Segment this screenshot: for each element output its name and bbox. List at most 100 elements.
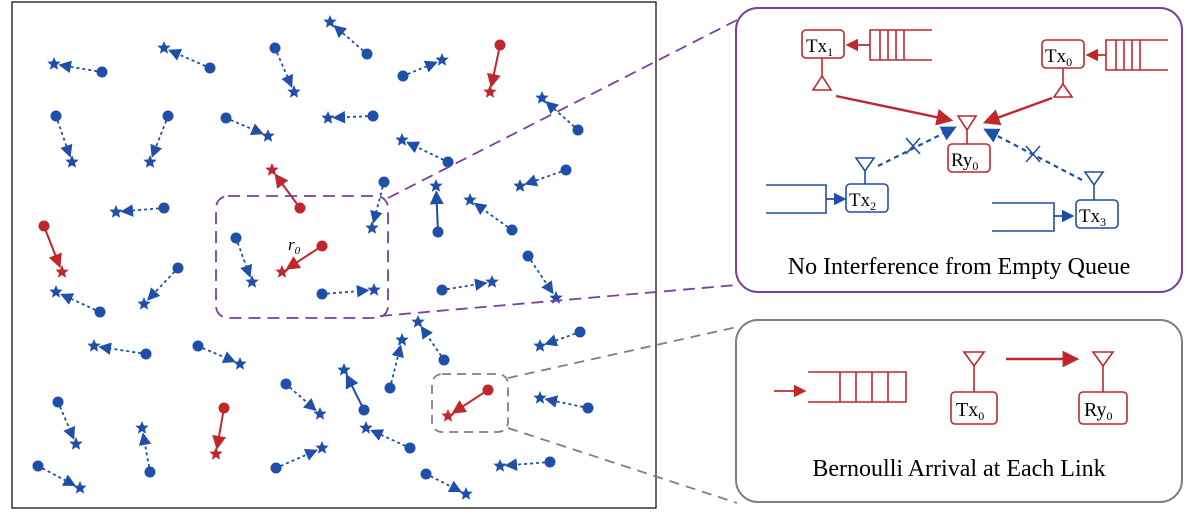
panel-top-caption: No Interference from Empty Queue	[788, 254, 1131, 280]
receiver-star-icon	[137, 297, 151, 310]
link-arrow	[289, 386, 317, 412]
idle-link	[384, 333, 409, 394]
receiver-star-icon	[287, 85, 301, 98]
transmitter-dot-icon	[544, 456, 556, 468]
transmitter-dot-icon	[361, 48, 373, 60]
transmitter-dot-icon	[522, 250, 534, 262]
link-arrow	[98, 342, 142, 355]
link-arrow	[280, 449, 318, 467]
receiver-star-icon	[65, 155, 79, 168]
transmitter-dot-icon	[494, 39, 506, 51]
transmitter-dot-icon	[560, 164, 572, 176]
receiver-star-icon	[359, 421, 373, 434]
signal-tx1-to-ry0	[835, 94, 954, 126]
tx0-label: Tx0	[1045, 46, 1072, 69]
tx3-label: Tx3	[1079, 206, 1106, 229]
transmitter-dot-icon	[506, 224, 518, 236]
panel-bernoulli-arrival: Tx0 Ry0 Bernoulli Arrival at Each Link	[735, 319, 1183, 503]
receiver-star-icon	[533, 339, 547, 352]
receiver-star-icon	[209, 447, 223, 460]
idle-link	[192, 340, 247, 370]
ry0-antenna-icon	[1091, 351, 1115, 392]
link-arrow	[236, 242, 253, 278]
transmitter-dot-icon	[574, 326, 586, 338]
transmitter-dot-icon	[158, 202, 170, 214]
receiver-star-icon	[55, 265, 69, 278]
idle-link	[269, 42, 301, 98]
link-arrow	[370, 429, 406, 447]
link-arrow	[473, 202, 509, 228]
idle-link	[49, 285, 106, 318]
idle-link	[87, 339, 152, 360]
tx0-label-bottom: Tx0	[956, 399, 984, 423]
transmitter-dot-icon	[52, 396, 64, 408]
idle-link	[411, 315, 450, 366]
transmitter-dot-icon	[432, 226, 444, 238]
receiver-star-icon	[395, 133, 409, 146]
receiver-star-icon	[395, 333, 409, 346]
transmitter-dot-icon	[367, 110, 379, 122]
link-arrow	[285, 247, 319, 270]
idle-link	[270, 441, 329, 474]
receiver-star-icon	[233, 357, 247, 370]
zoom-line-purple-bottom	[379, 284, 738, 317]
r0-label: r0	[288, 235, 301, 257]
link-arrow	[407, 60, 438, 75]
idle-link	[321, 110, 379, 124]
idle-link	[143, 110, 174, 168]
link-arrow	[486, 49, 501, 88]
receiver-star-icon	[441, 409, 455, 422]
idle-link	[337, 363, 370, 416]
link-arrow	[120, 204, 160, 217]
link-arrow	[56, 120, 73, 158]
ry0-box	[947, 143, 991, 173]
idle-link	[533, 326, 586, 352]
receiver-star-icon	[321, 111, 335, 124]
transmitter-dot-icon	[436, 284, 448, 296]
link-arrow	[544, 395, 584, 408]
receiver-star-icon	[109, 205, 123, 218]
zoom-line-purple-top	[387, 19, 738, 199]
active-link	[38, 220, 69, 278]
link-arrow	[59, 406, 76, 440]
idle-link	[535, 91, 584, 136]
idle-link	[397, 53, 449, 82]
transmitter-dot-icon	[230, 232, 242, 244]
transmitter-dot-icon	[404, 442, 416, 454]
tx0-antenna-icon	[1052, 68, 1074, 98]
link-arrow	[326, 284, 370, 298]
tx1-label: Tx1	[806, 36, 833, 59]
link-arrow	[44, 230, 62, 269]
transmitter-dot-icon	[172, 262, 184, 274]
link-arrow	[212, 412, 227, 450]
transmitter-dot-icon	[96, 66, 108, 78]
panel-no-interference: Tx1 Tx0 Ry0	[735, 7, 1183, 293]
idle-link	[395, 133, 454, 168]
transmitter-dot-icon	[218, 402, 230, 414]
transmitter-dot-icon	[572, 124, 584, 136]
link-arrow	[276, 52, 294, 88]
idle-link	[463, 193, 518, 236]
blocked-cross-icon	[905, 137, 921, 155]
receiver-star-icon	[513, 179, 527, 192]
link-arrow	[333, 24, 364, 52]
transmitter-dot-icon	[316, 240, 328, 252]
link-arrow	[524, 170, 562, 187]
link-arrow	[230, 119, 264, 136]
transmitter-dot-icon	[384, 382, 396, 394]
idle-link	[522, 250, 563, 304]
receiver-star-icon	[313, 407, 327, 420]
blocked-cross-icon	[1025, 145, 1041, 163]
network-field-frame	[11, 1, 657, 509]
receiver-star-icon	[261, 129, 275, 142]
idle-link	[157, 41, 216, 74]
transmitter-dot-icon	[420, 468, 432, 480]
transmitter-dot-icon	[38, 220, 50, 232]
link-arrow	[390, 344, 404, 384]
transmitter-dot-icon	[294, 202, 306, 214]
idle-link	[52, 396, 83, 450]
receiver-star-icon	[49, 285, 63, 298]
signal-tx0-to-ry0	[982, 96, 1053, 126]
idle-link	[280, 378, 327, 420]
transmitter-dot-icon	[358, 404, 370, 416]
